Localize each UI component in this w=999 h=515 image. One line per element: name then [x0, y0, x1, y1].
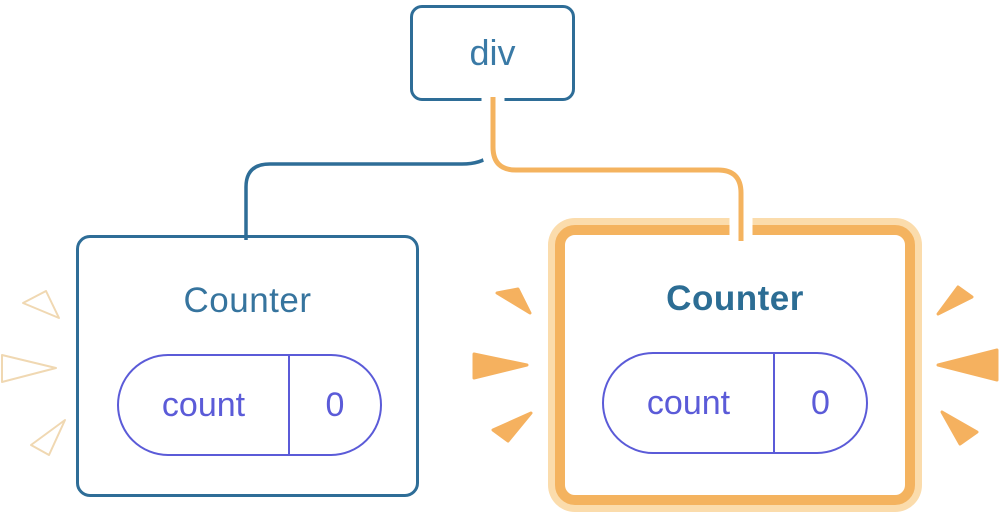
state-key: count — [604, 354, 775, 452]
root-node-div: div — [410, 5, 575, 101]
state-pill: count 0 — [602, 352, 868, 454]
burst-left-highlighted — [472, 287, 533, 443]
sparkle-icon — [491, 411, 533, 443]
state-key: count — [119, 356, 290, 454]
counter-title: Counter — [666, 279, 804, 318]
sparkle-icon — [940, 410, 979, 446]
edge-to-left-counter — [244, 100, 504, 240]
counter-title: Counter — [183, 281, 312, 320]
sparkle-icon — [495, 287, 532, 315]
state-value: 0 — [325, 385, 345, 424]
sparkle-icon — [936, 348, 999, 382]
edge-to-right-counter-casing — [481, 96, 753, 242]
sparkle-icon — [30, 419, 66, 456]
sparkle-icon — [1, 354, 57, 383]
edge-to-right-counter — [490, 97, 744, 241]
state-pill: count 0 — [117, 354, 382, 456]
burst-right-highlighted — [936, 285, 999, 446]
root-node-label: div — [469, 32, 516, 73]
state-value: 0 — [811, 383, 830, 422]
sparkle-icon — [472, 352, 529, 380]
burst-left-inactive — [1, 290, 66, 456]
sparkle-icon — [936, 285, 974, 316]
sparkle-icon — [22, 290, 60, 319]
